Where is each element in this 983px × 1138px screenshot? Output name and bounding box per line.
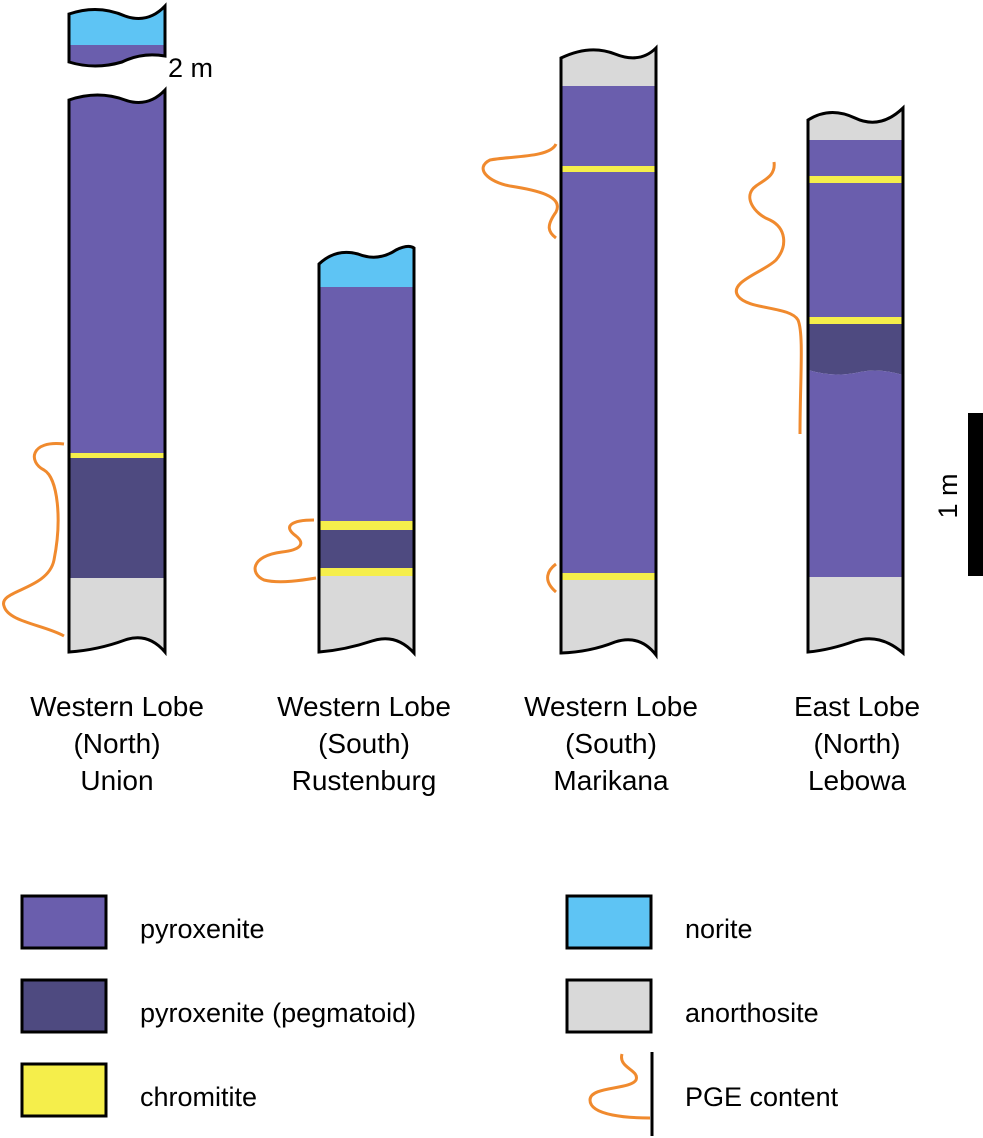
legend-item-pyroxenite: pyroxenite — [20, 894, 265, 950]
legend-pge-curve — [588, 1053, 651, 1120]
column-outline — [67, 86, 167, 657]
anorthosite-layer — [319, 576, 414, 653]
pyroxenite-layer — [69, 45, 165, 66]
chromitite-layer — [561, 166, 656, 172]
anorthosite-layer — [561, 48, 656, 86]
pyroxenite-layer — [808, 183, 903, 317]
anorthosite-layer — [69, 578, 165, 652]
pyroxenite-layer — [69, 90, 165, 455]
legend-label: pyroxenite — [140, 914, 265, 944]
legend-label: anorthosite — [685, 998, 819, 1028]
legend-item-anorthosite: anorthosite — [565, 978, 819, 1034]
pegmatoid-layer — [69, 458, 165, 578]
pge-content-curve — [734, 161, 803, 435]
norite-layer — [319, 246, 414, 287]
chromitite-layer — [808, 176, 903, 183]
scale-bar: 1 m — [933, 413, 983, 576]
chromitite-layer — [808, 317, 903, 324]
legend-label: norite — [685, 914, 753, 944]
pge-content-curve — [253, 518, 317, 584]
pegmatoid-layer — [808, 324, 903, 375]
column-marikana — [481, 44, 658, 660]
chromitite-layer — [319, 521, 414, 530]
norite-layer — [69, 6, 165, 45]
legend-swatch — [20, 978, 108, 1034]
label-line1: Western Lobe — [30, 691, 204, 722]
column-lebowa — [734, 104, 905, 657]
anorthosite-layer — [561, 580, 656, 655]
pyroxenite-layer — [808, 140, 903, 176]
label-line1: Western Lobe — [277, 691, 451, 722]
label-line2: (North) — [813, 728, 900, 759]
legend-item-pegmatoid: pyroxenite (pegmatoid) — [20, 978, 416, 1034]
column-label-rustenburg: Western Lobe (South) Rustenburg — [277, 691, 451, 796]
pge-content-curve — [546, 562, 558, 594]
label-line1: East Lobe — [794, 691, 920, 722]
label-line2: (North) — [73, 728, 160, 759]
chromitite-layer — [561, 573, 656, 580]
chromitite-layer — [69, 453, 165, 458]
legend-label: pyroxenite (pegmatoid) — [140, 998, 416, 1028]
column-label-union: Western Lobe (North) Union — [30, 691, 204, 796]
column-union-body — [67, 86, 167, 657]
column-union-top-fragment — [67, 2, 167, 68]
label-line1: Western Lobe — [524, 691, 698, 722]
label-line3: Marikana — [553, 765, 669, 796]
label-line3: Rustenburg — [292, 765, 437, 796]
label-line2: (South) — [565, 728, 657, 759]
gap-label: 2 m — [168, 53, 213, 83]
column-union: 2 m — [2, 2, 213, 657]
label-line3: Lebowa — [808, 765, 907, 796]
pyroxenite-layer — [561, 86, 656, 166]
scale-bar-line — [968, 413, 983, 576]
scale-bar-label: 1 m — [933, 473, 963, 518]
legend-item-pge: PGE content — [588, 1052, 839, 1136]
legend-item-chromitite: chromitite — [20, 1062, 257, 1118]
anorthosite-layer — [808, 108, 903, 140]
column-outline — [559, 44, 658, 660]
chromitite-layer — [319, 568, 414, 576]
legend-item-norite: norite — [565, 894, 753, 950]
legend: pyroxenite pyroxenite (pegmatoid) chromi… — [20, 894, 839, 1136]
anorthosite-layer — [808, 577, 903, 653]
legend-label: chromitite — [140, 1082, 257, 1112]
pge-content-curve — [2, 442, 65, 638]
legend-swatch — [20, 894, 108, 950]
pyroxenite-layer — [319, 287, 414, 521]
label-line3: Union — [80, 765, 153, 796]
column-outline — [806, 104, 905, 657]
legend-label: PGE content — [685, 1082, 839, 1112]
pyroxenite-layer — [808, 370, 903, 577]
legend-swatch — [565, 894, 653, 950]
pyroxenite-layer — [561, 172, 656, 573]
column-label-marikana: Western Lobe (South) Marikana — [524, 691, 698, 796]
legend-swatch — [20, 1062, 108, 1118]
label-line2: (South) — [318, 728, 410, 759]
column-rustenburg — [253, 244, 416, 657]
pegmatoid-layer — [319, 530, 414, 568]
legend-swatch — [565, 978, 653, 1034]
column-outline — [317, 244, 416, 657]
column-label-lebowa: East Lobe (North) Lebowa — [794, 691, 920, 796]
pge-content-curve — [481, 143, 559, 240]
fragment-outline — [67, 2, 167, 68]
